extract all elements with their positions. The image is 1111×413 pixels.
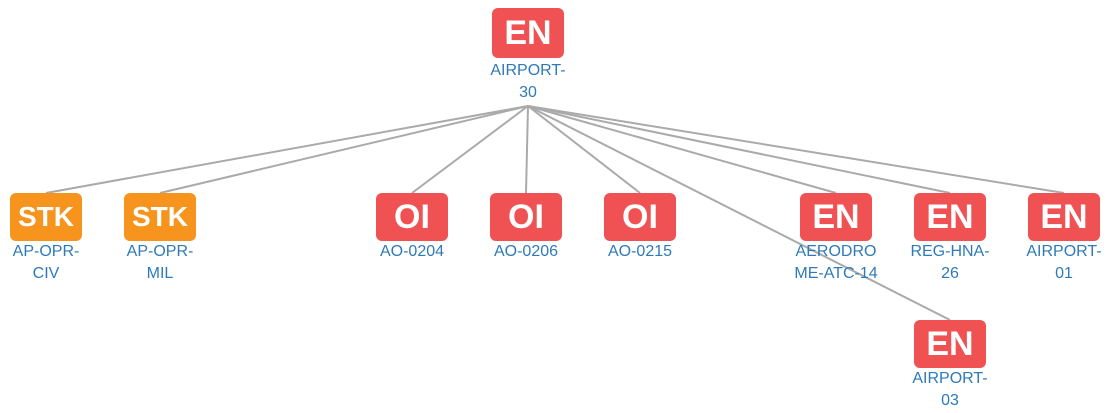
node-label-line-1: REG-HNA- [910, 243, 990, 260]
node-ap-opr-mil[interactable]: STK AP-OPR- MIL [100, 193, 220, 285]
edge-airport-30-ao-0206 [525, 105, 529, 194]
node-label-line-1: AIRPORT- [490, 62, 566, 79]
entity-badge-en: EN [800, 193, 872, 241]
node-airport-03[interactable]: EN AIRPORT- 03 [890, 320, 1010, 412]
node-label-line-1: AP-OPR- [12, 243, 80, 260]
node-label: AO-0206 [466, 241, 586, 263]
edge-airport-30-ap-opr-civ [45, 105, 529, 194]
node-label-line-2: MIL [146, 265, 174, 282]
node-label-line-1: AP-OPR- [126, 243, 194, 260]
node-label: AIRPORT- 03 [890, 368, 1010, 412]
edge-airport-30-ao-0204 [411, 105, 529, 194]
stakeholder-badge-stk: STK [10, 193, 82, 241]
node-label-line-1: AO-0206 [493, 243, 559, 260]
node-label-line-1: AIRPORT- [1026, 243, 1102, 260]
stakeholder-badge-stk: STK [124, 193, 196, 241]
node-label-line-2: ME-ATC-14 [794, 265, 878, 282]
node-label-line-1: AO-0204 [379, 243, 445, 260]
node-aerodrome-atc-14[interactable]: EN AERODRO ME-ATC-14 [776, 193, 896, 285]
node-label-line-2: 01 [1055, 265, 1073, 282]
node-label-line-2: 26 [941, 265, 959, 282]
edge-airport-30-ap-opr-mil [159, 105, 529, 194]
edge-airport-30-airport-03 [527, 105, 951, 321]
node-label: REG-HNA- 26 [890, 241, 1010, 285]
node-label-line-2: CIV [32, 265, 60, 282]
node-label-line-1: AIRPORT- [912, 370, 988, 387]
entity-badge-en: EN [492, 8, 564, 58]
operational-improvement-badge-oi: OI [604, 193, 676, 241]
node-ao-0204[interactable]: OI AO-0204 [352, 193, 472, 263]
node-label: AP-OPR- MIL [100, 241, 220, 285]
edge-airport-30-reg-hna-26 [527, 105, 951, 194]
node-ao-0206[interactable]: OI AO-0206 [466, 193, 586, 263]
node-label: AERODRO ME-ATC-14 [776, 241, 896, 285]
operational-improvement-badge-oi: OI [376, 193, 448, 241]
node-label: AIRPORT- 01 [1004, 241, 1111, 285]
node-label: AIRPORT- 30 [468, 60, 588, 104]
node-reg-hna-26[interactable]: EN REG-HNA- 26 [890, 193, 1010, 285]
entity-badge-en: EN [1028, 193, 1100, 241]
node-ap-opr-civ[interactable]: STK AP-OPR- CIV [0, 193, 106, 285]
edge-airport-30-airport-01 [527, 105, 1065, 194]
node-label: AO-0204 [352, 241, 472, 263]
operational-improvement-badge-oi: OI [490, 193, 562, 241]
edge-airport-30-ao-0215 [527, 105, 641, 194]
node-ao-0215[interactable]: OI AO-0215 [580, 193, 700, 263]
node-airport-30[interactable]: EN AIRPORT- 30 [468, 8, 588, 104]
entity-badge-en: EN [914, 193, 986, 241]
node-airport-01[interactable]: EN AIRPORT- 01 [1004, 193, 1111, 285]
node-label-line-1: AERODRO [795, 243, 877, 260]
node-label: AP-OPR- CIV [0, 241, 106, 285]
edge-airport-30-aerodrome-atc-14 [527, 105, 837, 194]
node-label: AO-0215 [580, 241, 700, 263]
node-label-line-2: 30 [519, 84, 537, 101]
node-label-line-2: 03 [941, 392, 959, 409]
node-label-line-1: AO-0215 [607, 243, 673, 260]
entity-badge-en: EN [914, 320, 986, 368]
